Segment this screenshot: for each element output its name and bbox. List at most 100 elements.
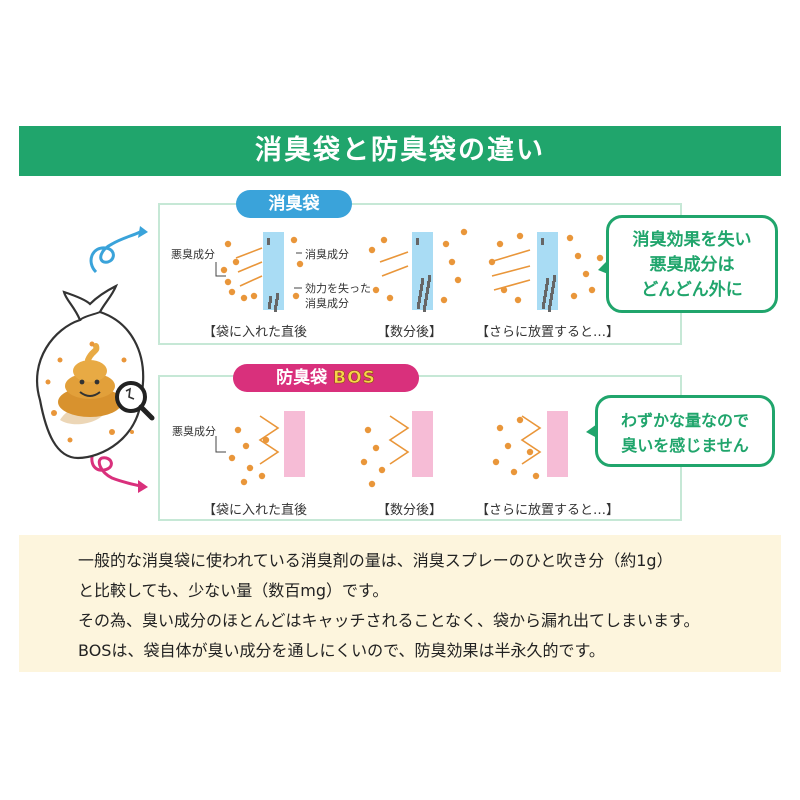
deodorant-particle [275,299,278,306]
odor-component-label-b: 悪臭成分 [172,425,216,438]
curl-arrow-down-icon [90,447,148,493]
odor-particle [532,472,540,480]
deodorant-particle [543,296,546,303]
deodorant-particle [427,281,430,288]
callout-line: どんどん外に [641,280,743,300]
odor-particle [228,454,236,462]
odor-particle [240,294,248,302]
spent-deodorant-label-line2: 消臭成分 [305,297,349,310]
deodorant-particle [418,296,421,303]
odor-arrow [491,265,531,277]
blocked-odor-arrow [388,415,410,465]
odor-proof-film-3 [547,411,568,477]
deodorant-particle [545,284,548,291]
odor-arrow [489,249,531,263]
odor-proof-callout: わずかな量なので 臭いを感じません [595,395,775,467]
odor-particle [488,258,496,266]
odor-particle [440,296,448,304]
odor-particle [378,466,386,474]
odor-particle [442,240,450,248]
odor-particle [380,236,388,244]
explanation-note: 一般的な消臭袋に使われている消臭剤の量は、消臭スプレーのひと吹き分（約1g） と… [19,535,781,672]
odor-particle [504,442,512,450]
stage-label-later: 【さらに放置すると…】 [476,325,620,340]
odor-arrow [237,261,263,273]
deodorant-particle [428,275,431,282]
odor-particle [224,240,232,248]
odor-particle [566,234,574,242]
deodorant-particle [541,238,544,245]
poop-icon [58,343,122,417]
deodorant-particle [424,299,427,306]
odor-particle [570,292,578,300]
magnifier-icon [115,381,155,421]
deodorant-particle [552,281,555,288]
blocked-odor-arrow [520,415,542,465]
deodorant-particle [553,275,556,282]
odor-particle [232,258,240,266]
odor-arrow [493,279,531,291]
callout-line: 臭いを感じません [621,436,749,455]
odor-particle [500,286,508,294]
odor-particle [448,258,456,266]
bag-illustration [35,283,155,460]
odor-particle [220,266,228,274]
deodorant-particle [274,305,277,312]
odor-particle [460,228,468,236]
deodorant-particle [551,287,554,294]
callout-line: 悪臭成分は [649,255,735,275]
deodorant-particle [421,278,424,285]
odor-proof-film-2 [412,411,433,477]
odor-particle [582,270,590,278]
odor-particle [368,246,376,254]
callout-line: 消臭効果を失い [632,230,752,250]
odor-particle [368,480,376,488]
deodorant-particle [420,284,423,291]
deodorant-particle [548,305,551,312]
odor-particle [234,426,242,434]
odor-particle [372,444,380,452]
odor-arrow [235,247,263,259]
odor-particle [492,458,500,466]
odor-particle [242,442,250,450]
odor-particle [574,252,582,260]
stage-label-minutes-b: 【数分後】 [377,503,443,518]
stage-label-minutes: 【数分後】 [377,325,443,340]
deodorant-particle [419,290,422,297]
odor-particle [596,254,604,262]
deodorant-particle [425,293,428,300]
callout-line: わずかな量なので [620,411,749,430]
odor-particle [588,286,596,294]
bag-odor-dots [45,341,134,443]
odor-particle [292,292,300,300]
odor-particle [250,292,258,300]
odor-arrow [239,275,263,287]
deodorant-bag-label: 消臭袋 [236,190,352,218]
odor-particle [224,278,232,286]
deodorant-particle [549,299,552,306]
note-line: と比較しても、少ない量（数百mg）です。 [78,581,389,600]
deodorant-callout: 消臭効果を失い 悪臭成分は どんどん外に [606,215,778,313]
deodorant-film-2 [412,232,433,310]
odor-particle [496,424,504,432]
odor-particle [496,240,504,248]
blocked-odor-arrow [258,415,280,465]
odor-component-label: 悪臭成分 [171,248,215,261]
deodorant-particle [268,302,271,309]
deodorant-particle [423,305,426,312]
deodorant-particle [416,238,419,245]
odor-particle [386,294,394,302]
odor-proof-film-1 [284,411,305,477]
odor-particle [246,464,254,472]
odor-particle [454,276,462,284]
odor-particle [516,232,524,240]
stage-label-immediate: 【袋に入れた直後 [203,325,308,340]
odor-proof-bag-name: 防臭袋 [276,368,328,388]
deodorant-particle [544,290,547,297]
note-line: その為、臭い成分のほとんどはキャッチされることなく、袋から漏れ出てしまいます。 [78,611,700,630]
odor-particle [258,472,266,480]
deodorant-particle [417,302,420,309]
stage-label-immediate-b: 【袋に入れた直後 [203,503,308,518]
deodorant-particle [276,293,279,300]
